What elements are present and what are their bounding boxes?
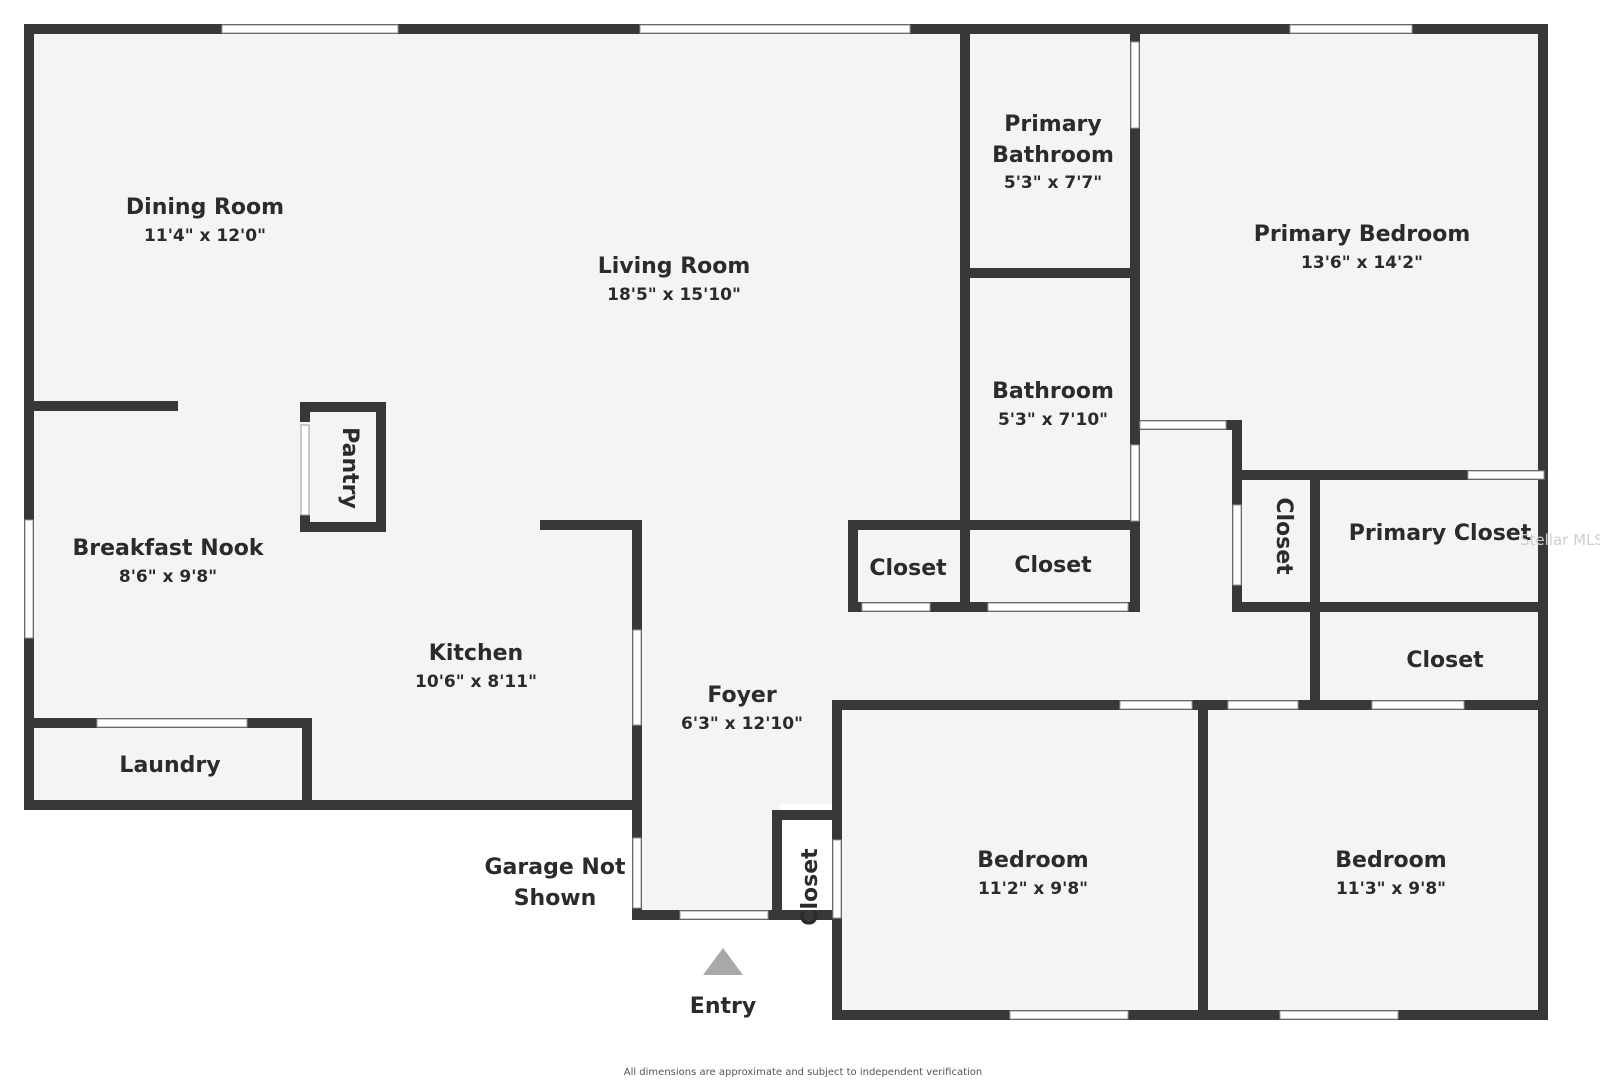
laundry-name: Laundry bbox=[119, 753, 220, 778]
living-room-dims: 18'5" x 15'10" bbox=[607, 285, 741, 305]
garage-note-line2: Shown bbox=[514, 886, 597, 911]
closet-entry-name: Closet bbox=[798, 848, 823, 926]
bedroom-left: Bedroom 11'2" x 9'8" bbox=[977, 848, 1088, 899]
dining-room: Dining Room 11'4" x 12'0" bbox=[126, 195, 284, 246]
primary-bedroom-name: Primary Bedroom bbox=[1254, 222, 1471, 247]
bedroom-left-dims: 11'2" x 9'8" bbox=[978, 879, 1088, 899]
bedroom-right: Bedroom 11'3" x 9'8" bbox=[1335, 848, 1446, 899]
garage-note: Garage Not Shown bbox=[485, 855, 626, 911]
closet-entry: Closet bbox=[798, 848, 823, 926]
living-room: Living Room 18'5" x 15'10" bbox=[598, 254, 751, 305]
bedroom-left-name: Bedroom bbox=[977, 848, 1088, 873]
closet-hall-right: Closet bbox=[1406, 648, 1484, 673]
kitchen-name: Kitchen bbox=[429, 641, 523, 666]
closet-hall-right-name: Closet bbox=[1406, 648, 1484, 673]
pantry: Pantry bbox=[337, 427, 362, 509]
primary-bedroom-dims: 13'6" x 14'2" bbox=[1301, 253, 1423, 273]
closet-hall-left-name: Closet bbox=[869, 556, 947, 581]
dining-room-name: Dining Room bbox=[126, 195, 284, 220]
primary-bedroom: Primary Bedroom 13'6" x 14'2" bbox=[1254, 222, 1471, 273]
entry-marker: Entry bbox=[690, 948, 756, 1019]
entry-label: Entry bbox=[690, 994, 756, 1019]
primary-closet-name: Primary Closet bbox=[1349, 521, 1532, 546]
living-room-name: Living Room bbox=[598, 254, 751, 279]
breakfast-nook-dims: 8'6" x 9'8" bbox=[119, 567, 217, 587]
windows bbox=[24, 24, 1545, 1020]
closet-hall-left: Closet bbox=[869, 556, 947, 581]
bathroom-dims: 5'3" x 7'10" bbox=[998, 410, 1108, 430]
laundry: Laundry bbox=[119, 753, 220, 778]
primary-bathroom-name-line2: Bathroom bbox=[992, 143, 1114, 168]
foyer-name: Foyer bbox=[707, 683, 777, 708]
breakfast-nook-name: Breakfast Nook bbox=[73, 536, 265, 561]
kitchen-dims: 10'6" x 8'11" bbox=[415, 672, 537, 692]
pantry-name: Pantry bbox=[337, 427, 362, 509]
garage-note-line1: Garage Not bbox=[485, 855, 626, 880]
foyer: Foyer 6'3" x 12'10" bbox=[681, 683, 803, 734]
primary-bathroom: Primary Bathroom 5'3" x 7'7" bbox=[992, 112, 1114, 193]
bathroom-name: Bathroom bbox=[992, 379, 1114, 404]
bedroom-right-name: Bedroom bbox=[1335, 848, 1446, 873]
primary-closet: Primary Closet bbox=[1349, 521, 1532, 546]
entry-arrow-icon bbox=[703, 948, 743, 975]
kitchen: Kitchen 10'6" x 8'11" bbox=[415, 641, 537, 692]
watermark: Stellar MLS bbox=[1520, 531, 1600, 549]
dining-room-dims: 11'4" x 12'0" bbox=[144, 226, 266, 246]
floor-areas bbox=[30, 32, 1540, 1010]
breakfast-nook: Breakfast Nook 8'6" x 9'8" bbox=[73, 536, 265, 587]
bathroom: Bathroom 5'3" x 7'10" bbox=[992, 379, 1114, 430]
closet-vertical: Closet bbox=[1271, 497, 1296, 575]
footer-disclaimer: All dimensions are approximate and subje… bbox=[624, 1067, 983, 1078]
foyer-dims: 6'3" x 12'10" bbox=[681, 714, 803, 734]
closet-vertical-name: Closet bbox=[1271, 497, 1296, 575]
primary-bathroom-dims: 5'3" x 7'7" bbox=[1004, 173, 1102, 193]
primary-bathroom-name-line1: Primary bbox=[1004, 112, 1101, 137]
closet-bath: Closet bbox=[1014, 553, 1092, 578]
closet-bath-name: Closet bbox=[1014, 553, 1092, 578]
bedroom-right-dims: 11'3" x 9'8" bbox=[1336, 879, 1446, 899]
